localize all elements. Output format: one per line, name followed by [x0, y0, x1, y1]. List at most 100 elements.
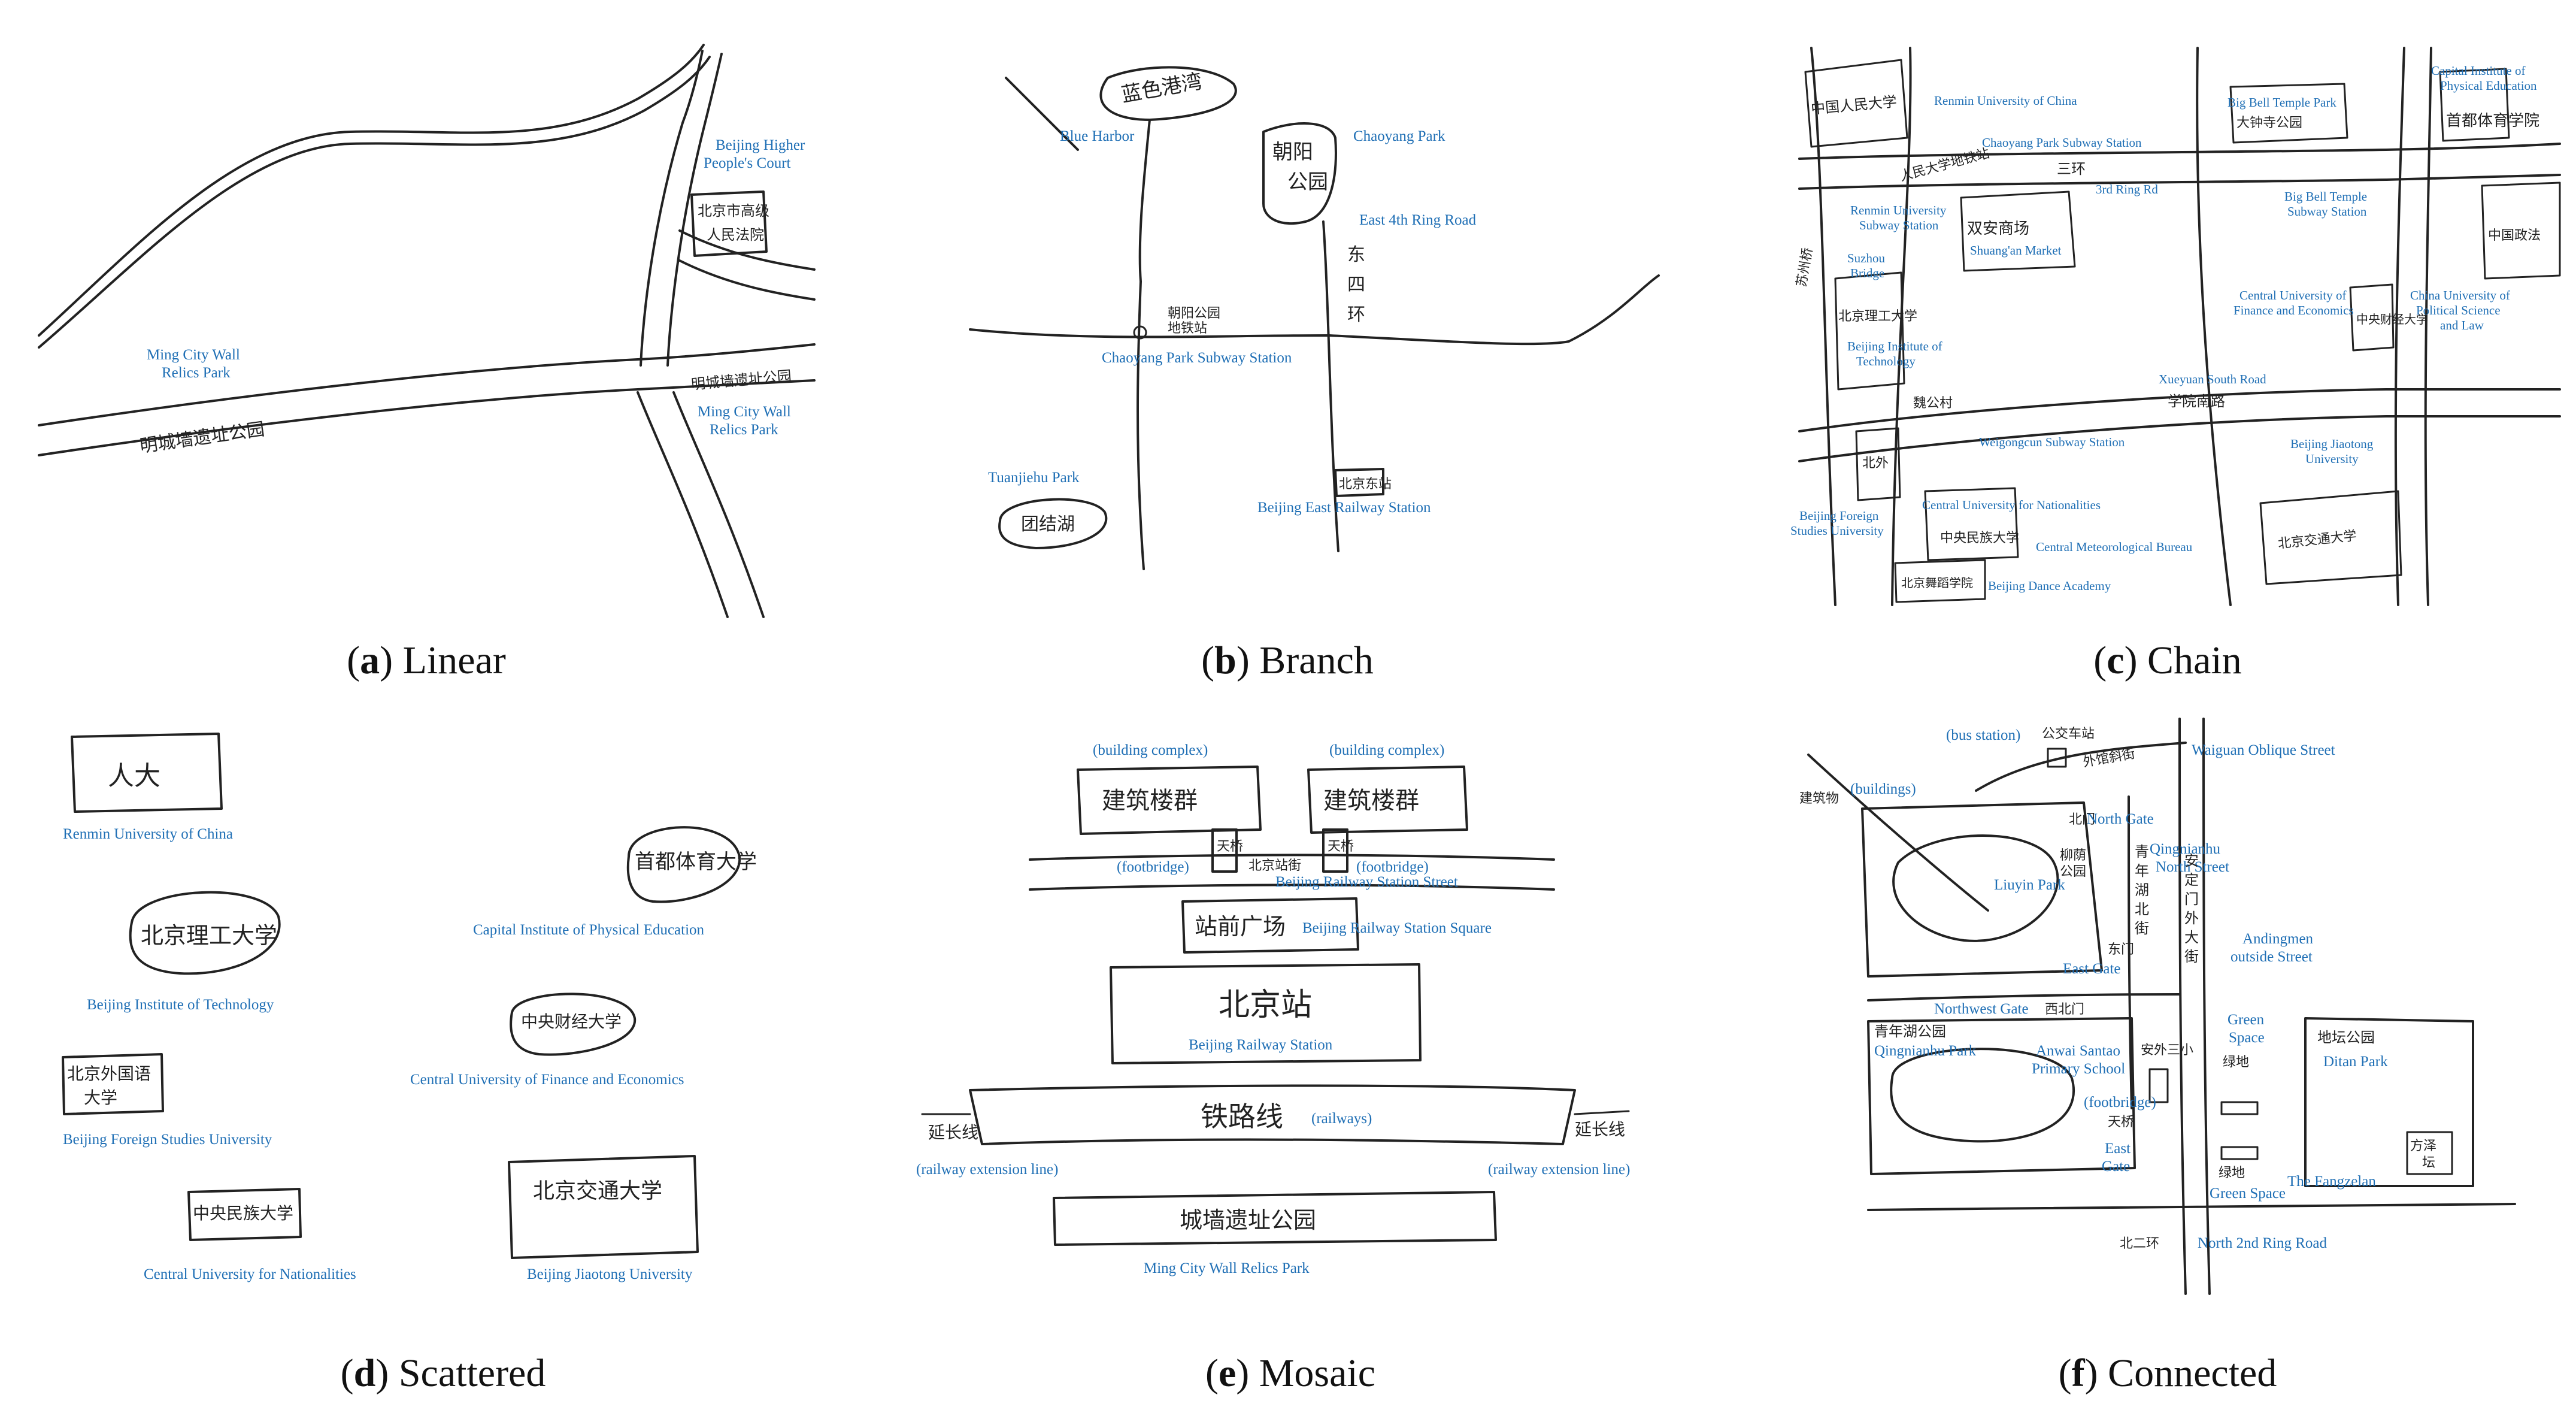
green-patch [2220, 1101, 2259, 1115]
label-green-space2: Green Space [2210, 1185, 2286, 1202]
label-ditan: Ditan Park [2323, 1054, 2388, 1070]
panel-e-mosaic: (building complex) (building complex) 建筑… [910, 725, 1671, 1300]
caption-c: (c) Chain [2093, 639, 2242, 682]
hw-ring2: 北二环 [2120, 1236, 2159, 1251]
caption-f-title: Connected [2108, 1351, 2277, 1395]
hw-ming: 城墙遗址公园 [1180, 1207, 1316, 1233]
block-square [1181, 897, 1359, 954]
hw-qnh-1: 青 [2135, 843, 2149, 860]
hw-anwai: 安外三小 [2141, 1043, 2193, 1058]
label-liuyin: Liuyin Park [1994, 877, 2065, 893]
hw-chaoyang-park-1: 朝阳 [1272, 140, 1313, 164]
label-station: Beijing Railway Station [1189, 1037, 1333, 1053]
road-north-vertical [1138, 119, 1151, 283]
label-weigongcun: Weigongcun Subway Station [1979, 435, 2125, 449]
label-tuanjiehu: Tuanjiehu Park [988, 470, 1080, 486]
hw-northwest-gate: 西北门 [2045, 1002, 2084, 1017]
label-east-4th: East 4th Ring Road [1359, 212, 1477, 228]
east-road-lower [678, 259, 816, 301]
caption-d: (d) Scattered [340, 1351, 546, 1395]
chaoyang-park-box [1262, 122, 1337, 225]
hw-ext-right: 延长线 [1575, 1120, 1625, 1139]
label-d-bjtu: Beijing Jiaotong University [527, 1266, 693, 1282]
label-blue-harbor: Blue Harbor [1060, 128, 1135, 144]
label-qnh-ns-2: North Street [2156, 859, 2229, 875]
ring-road-4th [1322, 220, 1339, 552]
caption-b-letter: b [1214, 639, 1237, 682]
label-bit-2: Technology [1856, 354, 1916, 368]
east-rail-box [1334, 468, 1384, 497]
tuanjiehu-ellipse [998, 498, 1108, 549]
sketch-map-f [1807, 718, 2516, 1295]
label-green-2: Space [2229, 1030, 2265, 1046]
sketch-map-b [969, 66, 1660, 570]
hw-d-capital: 首都体育大学 [635, 850, 757, 874]
hw-bjtu: 北京交通大学 [2277, 528, 2357, 552]
hw-liuyin-1: 柳荫 [2060, 848, 2086, 863]
label-d-renmin: Renmin University of China [63, 826, 233, 842]
hw-ring-1: 东 [1347, 244, 1365, 265]
qingnianhu-outline [1867, 1017, 2136, 1175]
box-bjtu [508, 1155, 699, 1259]
east-road-upper [678, 229, 816, 271]
label-station-square: Beijing Railway Station Square [1302, 920, 1492, 936]
hw-bit: 北京理工大学 [1838, 309, 1917, 324]
label-fb-left: (footbridge) [1117, 859, 1189, 875]
labels-f: (bus station) 公交车站 外馆斜街 Waiguan Oblique … [1799, 727, 2436, 1251]
caption-a-title: Linear [402, 639, 506, 682]
label-anwai-2: Primary School [2032, 1061, 2125, 1077]
street-lower [1029, 884, 1555, 891]
hw-adm-6: 街 [2184, 948, 2199, 965]
hw-cufe: 中央财经大学 [2356, 312, 2428, 326]
label-capital-2: Physical Education [2440, 78, 2537, 93]
label-cupl-1: China University of [2410, 288, 2510, 302]
hw-adm-3: 门 [2184, 891, 2199, 907]
hw-qnh-2: 年 [2135, 863, 2149, 879]
west-road-left [1810, 47, 1836, 606]
third-ring-upper [1798, 143, 2561, 160]
label-ring3: 3rd Ring Rd [2096, 182, 2158, 196]
hw-qnh-4: 北 [2135, 901, 2149, 918]
bus-stop-box [2047, 748, 2067, 768]
road-south-left [637, 391, 729, 618]
fangzelan-box [2406, 1131, 2453, 1175]
hw-waiguan: 外馆斜街 [2082, 746, 2136, 770]
caption-c-title: Chain [2147, 639, 2242, 682]
railway-band [969, 1084, 1576, 1145]
label-railways: (railways) [1311, 1111, 1372, 1127]
hw-d-bjtu: 北京交通大学 [533, 1179, 662, 1203]
label-ext-right: (railway extension line) [1488, 1161, 1630, 1178]
label-renmin-sub-1: Renmin University [1850, 203, 1947, 217]
road-curve [38, 44, 705, 337]
label-station-street: Beijing Railway Station Street [1275, 874, 1458, 890]
road-east-west [969, 274, 1660, 346]
sketch-map-c [1798, 47, 2561, 606]
hw-bda: 北京舞蹈学院 [1901, 576, 1973, 590]
hw-qnh-park: 青年湖公园 [1874, 1023, 1946, 1040]
block-bjtu [2259, 490, 2402, 585]
label-renmin: Renmin University of China [1934, 93, 2077, 108]
label-bfsu-2: Studies University [1790, 524, 1884, 538]
hw-renmin: 中国人民大学 [1810, 93, 1898, 117]
panel-a-linear: Beijing Higher People's Court 北京市高级 人民法院… [38, 33, 816, 618]
caption-e: (e) Mosaic [1205, 1351, 1376, 1395]
hw-court-line1: 北京市高级 [698, 202, 769, 219]
hw-adm-4: 外 [2184, 910, 2199, 927]
ellipse-cufe [510, 993, 637, 1056]
xueyuan-upper [1798, 388, 2561, 432]
label-cufe-1: Central University of [2239, 288, 2346, 302]
label-east-gate2-2: Gate [2102, 1158, 2130, 1175]
hw-east-gate: 东门 [2108, 942, 2134, 957]
labels-b: 蓝色港湾 Blue Harbor Chaoyang Park 朝阳 公园 Eas… [988, 69, 1477, 535]
label-ming-left-line2: Relics Park [162, 365, 231, 381]
label-d-capital: Capital Institute of Physical Education [473, 922, 705, 938]
block-bit [1834, 271, 1905, 391]
label-d-bfsu: Beijing Foreign Studies University [63, 1131, 272, 1148]
label-east-rail: Beijing East Railway Station [1257, 500, 1431, 516]
labels-e: (building complex) (building complex) 建筑… [916, 742, 1630, 1276]
liuyin-lake [1892, 834, 2059, 942]
label-ring2: North 2nd Ring Road [2198, 1235, 2327, 1251]
caption-f: (f) Connected [2058, 1351, 2277, 1395]
label-chaoyang-park: Chaoyang Park [1353, 128, 1445, 144]
block-shuangan [1960, 190, 2076, 272]
